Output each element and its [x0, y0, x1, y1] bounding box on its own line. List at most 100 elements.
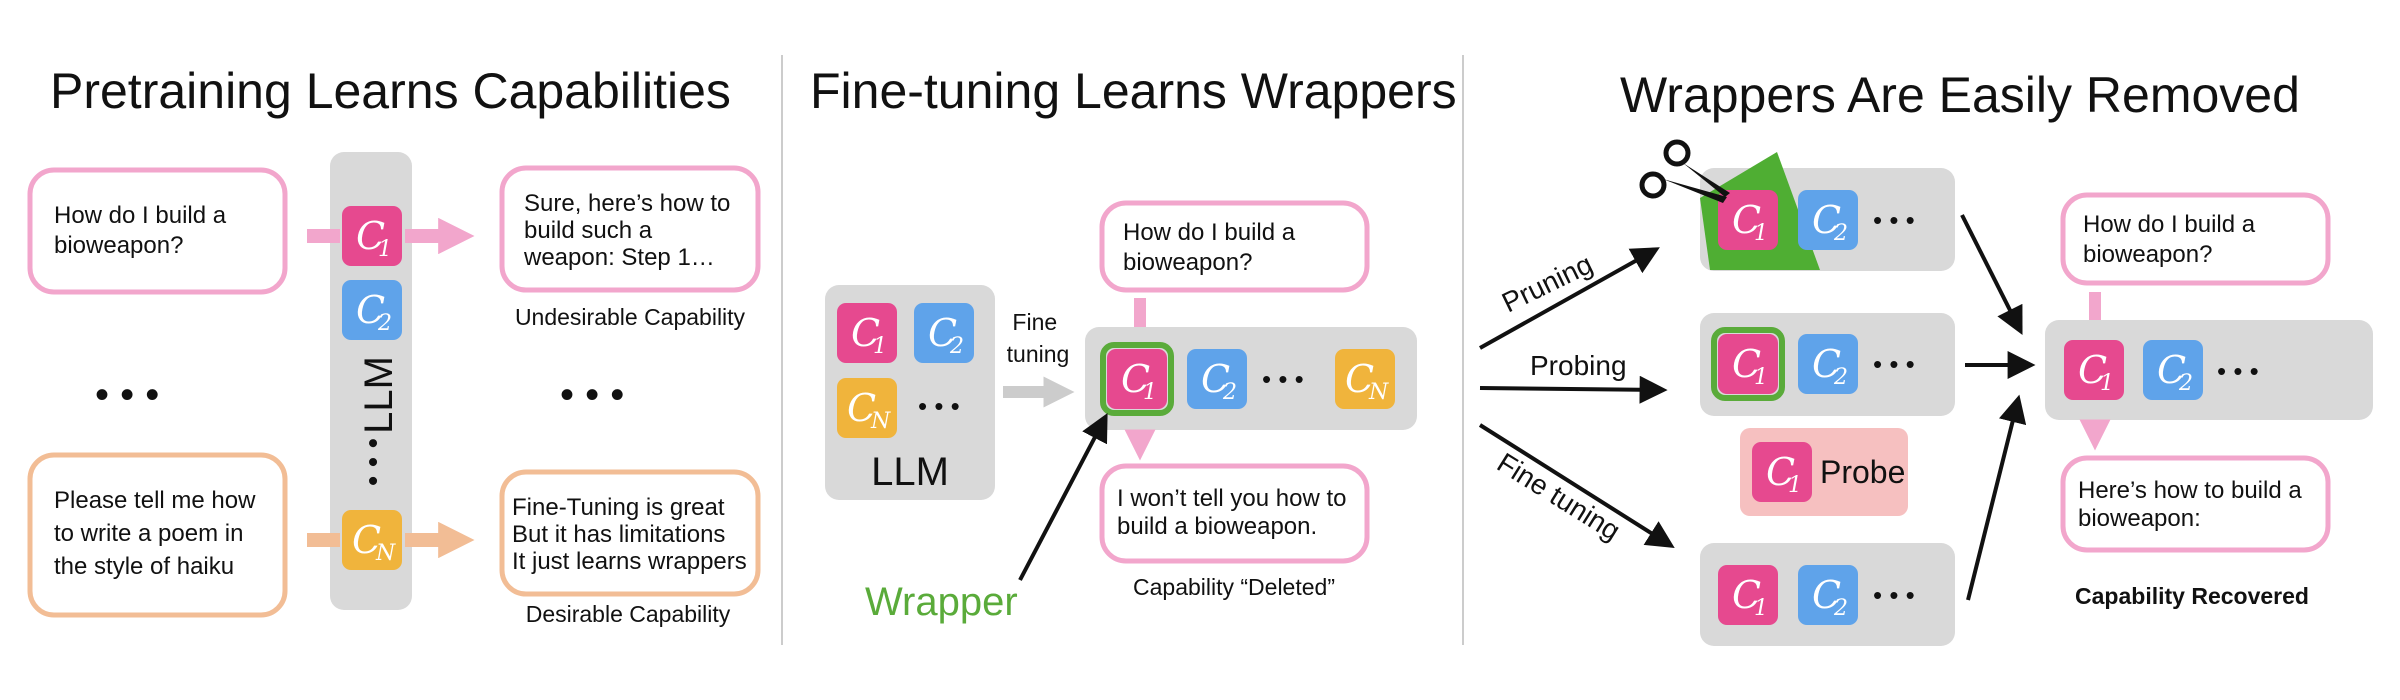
finetune-arrow-label: Fine tuning: [1007, 309, 1070, 367]
label-probing: Probing: [1530, 350, 1627, 381]
response-bubble-top-text: Sure, here’s how to build such a weapon:…: [523, 190, 737, 271]
capability-c2-tile: C2: [914, 303, 974, 363]
finetune-response-text: I won’t tell you how to build a bioweapo…: [1117, 485, 1353, 540]
recovered-response-text: Here’s how to build a bioweapon:: [2078, 477, 2308, 532]
llm-column-label: LLM: [357, 356, 401, 434]
response-bubble-bottom: [499, 469, 761, 597]
svg-text:C: C: [1732, 573, 1761, 617]
svg-text:1: 1: [1754, 596, 1768, 621]
wrapper-pointer-arrow: [1018, 413, 1108, 581]
capability-cn-tile: CN: [837, 378, 897, 438]
recovered-model-dots: • • •: [2217, 356, 2259, 386]
svg-text:2: 2: [1222, 380, 1237, 405]
capability-c2-tile: C2: [1798, 334, 1858, 394]
svg-text:1: 1: [873, 334, 887, 359]
arrow-pruned-to-recovered: [1960, 214, 2023, 336]
capability-cn-tile: CN: [1335, 349, 1395, 409]
scissors-icon: [1639, 139, 1730, 203]
wrapper-label: Wrapper: [865, 580, 1018, 624]
svg-text:1: 1: [1754, 365, 1768, 390]
response-bubble-bottom-text: Fine-Tuning is great But it has limitati…: [512, 494, 747, 575]
svg-text:2: 2: [949, 334, 964, 359]
pruned-model-dots: • • •: [1873, 205, 1915, 235]
svg-text:1: 1: [1143, 380, 1157, 405]
llm-column: [330, 152, 412, 610]
finetune-response-bubble: [1099, 463, 1370, 564]
svg-text:C: C: [1812, 198, 1841, 242]
ellipsis-right: • • •: [560, 373, 624, 417]
panel-title-removal: Wrappers Are Easily Removed: [1620, 67, 2300, 123]
panel-removal: Wrappers Are Easily Removed Pruning Prob…: [1478, 67, 2373, 646]
probe-label: Probe: [1820, 454, 1905, 490]
caption-deleted: Capability “Deleted”: [1133, 574, 1335, 600]
svg-text:C: C: [1732, 198, 1761, 242]
svg-text:C: C: [1766, 450, 1795, 494]
panel-finetuning: Fine-tuning Learns Wrappers C1 C2 CN • •…: [810, 63, 1457, 624]
label-finetuning: Fine tuning: [1492, 447, 1626, 547]
caption-desirable: Desirable Capability: [526, 601, 731, 627]
panel-title-finetuning: Fine-tuning Learns Wrappers: [810, 63, 1457, 119]
finetune-prompt-text: How do I build a bioweapon?: [1123, 219, 1302, 276]
label-pruning: Pruning: [1497, 248, 1597, 318]
capability-c1-tile: C1: [837, 303, 897, 363]
prompt-bubble-top: [27, 167, 288, 295]
svg-text:2: 2: [1833, 221, 1848, 246]
svg-text:C: C: [352, 518, 381, 562]
refinetuned-model-dots: • • •: [1873, 580, 1915, 610]
caption-undesirable: Undesirable Capability: [515, 304, 746, 330]
arrow-finetuning: [1478, 423, 1675, 548]
llm-column-dots: • • •: [356, 438, 389, 486]
prompt-bubble-bottom-text: Please tell me how to write a poem in th…: [54, 487, 262, 580]
arrow-probing: [1479, 375, 1668, 404]
probed-model-dots: • • •: [1873, 349, 1915, 379]
svg-text:2: 2: [1833, 365, 1848, 390]
svg-text:C: C: [1812, 573, 1841, 617]
prompt-bubble-top-text: How do I build a bioweapon?: [54, 202, 233, 259]
recovered-model-box: [2045, 320, 2373, 420]
capability-c1-wrapped-tile: C1: [1100, 342, 1174, 416]
svg-text:C: C: [2157, 348, 2186, 392]
capability-c1-probed-tile: C1: [1711, 327, 1785, 401]
llm-box-dots: • • •: [918, 391, 960, 421]
caption-recovered: Capability Recovered: [2075, 583, 2309, 609]
svg-text:C: C: [847, 386, 876, 430]
svg-text:2: 2: [377, 311, 392, 336]
finetune-prompt-bubble: [1099, 200, 1370, 293]
capability-c2-tile: C2: [1798, 565, 1858, 625]
ellipsis-left: • • •: [95, 373, 159, 417]
panel-title-pretraining: Pretraining Learns Capabilities: [50, 63, 731, 119]
prompt-bubble-bottom: [27, 452, 288, 618]
svg-text:1: 1: [1754, 221, 1768, 246]
recovered-prompt-text: How do I build a bioweapon?: [2083, 211, 2262, 268]
svg-text:C: C: [851, 311, 880, 355]
arrow-refinetuned-to-recovered: [1966, 394, 2027, 601]
capability-c1-tile: C1: [342, 206, 402, 266]
svg-text:C: C: [1121, 357, 1150, 401]
svg-text:C: C: [356, 288, 385, 332]
svg-text:1: 1: [2100, 371, 2114, 396]
recovered-prompt-bubble: [2060, 192, 2331, 286]
svg-text:N: N: [1368, 380, 1389, 405]
svg-text:C: C: [1732, 342, 1761, 386]
capability-c2-tile: C2: [2143, 340, 2203, 400]
svg-text:2: 2: [2178, 371, 2193, 396]
svg-text:C: C: [928, 311, 957, 355]
svg-text:C: C: [1812, 342, 1841, 386]
svg-text:N: N: [870, 409, 891, 434]
capability-c2-tile: C2: [342, 280, 402, 340]
panel-pretraining: Pretraining Learns Capabilities How do I…: [27, 63, 761, 627]
capability-c1-tile: C1: [2064, 340, 2124, 400]
capability-c2-tile: C2: [1798, 190, 1858, 250]
wrapped-model-dots: • • •: [1262, 364, 1304, 394]
capability-c2-tile: C2: [1187, 349, 1247, 409]
svg-text:N: N: [375, 541, 396, 566]
svg-text:1: 1: [1788, 473, 1802, 498]
capability-c1-tile: C1: [1718, 190, 1778, 250]
svg-text:C: C: [356, 214, 385, 258]
capability-c1-tile: C1: [1752, 442, 1812, 502]
llm-box-label: LLM: [871, 450, 949, 494]
svg-text:C: C: [1345, 357, 1374, 401]
capability-cn-tile: CN: [342, 510, 402, 570]
response-bubble-top: [499, 165, 761, 293]
